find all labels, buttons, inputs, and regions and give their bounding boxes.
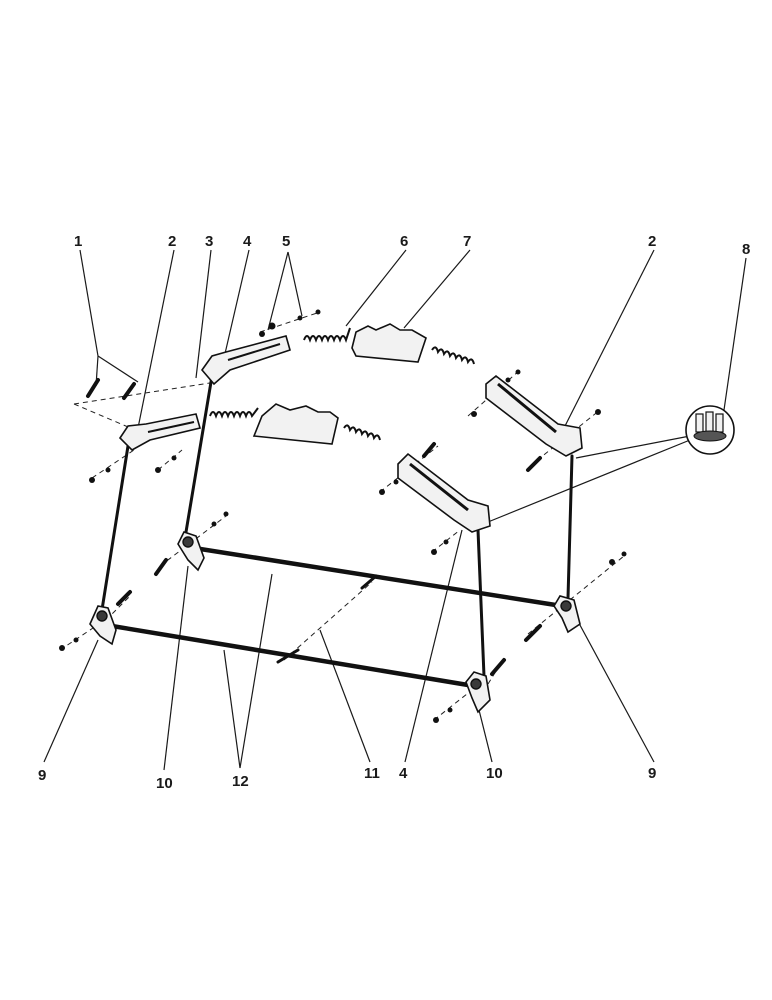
callout-8: 8 — [742, 241, 750, 258]
callout-9-left: 9 — [38, 767, 46, 784]
callout-12: 12 — [232, 773, 249, 790]
callout-10-left: 10 — [156, 775, 173, 792]
callout-9-right: 9 — [648, 765, 656, 782]
bolts — [86, 378, 542, 676]
callout-10-right: 10 — [486, 765, 503, 782]
plate-lower — [252, 403, 339, 445]
spring-mid-right — [343, 424, 381, 441]
plates — [252, 323, 427, 445]
spring-top-right — [431, 346, 475, 365]
callout-2-right: 2 — [648, 233, 656, 250]
spring-top-left — [303, 327, 351, 343]
callout-5: 5 — [282, 233, 290, 250]
springs — [209, 327, 475, 441]
callout-1: 1 — [74, 233, 82, 250]
callout-6: 6 — [400, 233, 408, 250]
dashed-assembly-lines — [59, 311, 625, 721]
callout-7: 7 — [463, 233, 471, 250]
bell-crank-right-front — [465, 671, 491, 714]
callout-labels: 1 2 3 4 5 6 7 2 8 9 10 12 11 4 10 9 — [38, 233, 750, 792]
bell-cranks — [89, 531, 581, 714]
callout-4-top: 4 — [243, 233, 252, 250]
plate-upper — [351, 323, 427, 363]
callout-3: 3 — [205, 233, 213, 250]
callout-4-bottom: 4 — [399, 765, 408, 782]
nuts — [59, 309, 627, 723]
detail-inset-8 — [685, 405, 735, 455]
spring-mid-left — [209, 407, 259, 419]
callout-2-left: 2 — [168, 233, 176, 250]
callout-11: 11 — [364, 765, 380, 782]
brackets — [118, 335, 583, 533]
lever-upper-left — [200, 335, 291, 386]
lever-lower-left — [118, 413, 201, 451]
arm-right-upper — [485, 374, 583, 457]
leader-lines — [43, 249, 747, 771]
linkage-rods — [99, 374, 574, 689]
